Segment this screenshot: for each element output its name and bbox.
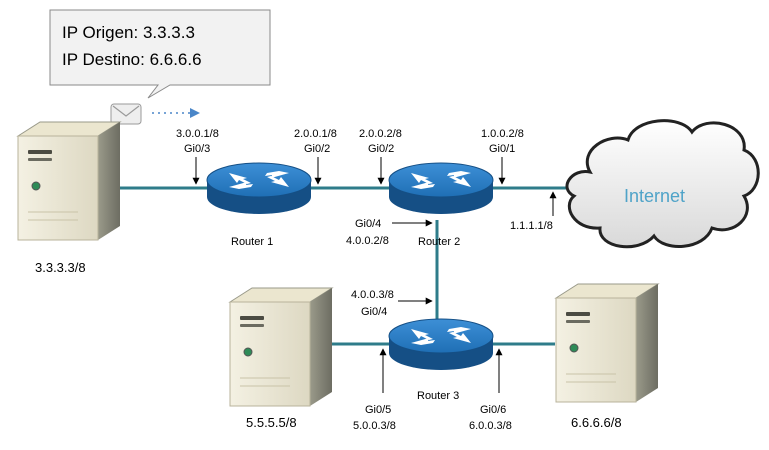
r3-gi04-name: Gi0/4 — [361, 306, 387, 318]
router3-label: Router 3 — [417, 390, 459, 402]
r2-gi01-ip: 1.0.0.2/8 — [481, 128, 524, 140]
callout-destination-ip: IP Destino: 6.6.6.6 — [62, 50, 202, 69]
host1-ip-label: 3.3.3.3/8 — [35, 260, 86, 275]
router1-label: Router 1 — [231, 236, 273, 248]
server-icon-host1 — [17, 121, 121, 241]
internet-label: Internet — [624, 186, 685, 206]
isp-ip: 1.1.1.1/8 — [510, 220, 553, 232]
envelope-icon — [110, 103, 142, 125]
r3-gi06-name: Gi0/6 — [480, 404, 506, 416]
r2-gi01-name: Gi0/1 — [489, 143, 515, 155]
packet-direction-arrow — [152, 108, 200, 118]
r3-gi04-ip: 4.0.0.3/8 — [351, 289, 394, 301]
r1-gi03-name: Gi0/3 — [184, 143, 210, 155]
r3-gi05-name: Gi0/5 — [365, 404, 391, 416]
r1-gi02-ip: 2.0.0.1/8 — [294, 128, 337, 140]
router-icon-r1 — [206, 162, 312, 215]
host6-ip-label: 6.6.6.6/8 — [571, 415, 622, 430]
interface-labels: 3.0.0.1/8 Gi0/3 2.0.0.1/8 Gi0/2 2.0.0.2/… — [176, 128, 557, 432]
callout-source-ip: IP Origen: 3.3.3.3 — [62, 23, 195, 42]
r2-gi02-name: Gi0/2 — [368, 143, 394, 155]
r2-gi04-name: Gi0/4 — [355, 218, 381, 230]
host5-ip-label: 5.5.5.5/8 — [246, 415, 297, 430]
links — [113, 186, 568, 346]
router-icon-r3 — [388, 318, 494, 371]
r2-gi04-ip: 4.0.0.2/8 — [346, 235, 389, 247]
r1-gi03-ip: 3.0.0.1/8 — [176, 128, 219, 140]
r3-gi05-ip: 5.0.0.3/8 — [353, 420, 396, 432]
router2-label: Router 2 — [418, 236, 460, 248]
server-icon-host5 — [229, 287, 333, 407]
r1-gi02-name: Gi0/2 — [304, 143, 330, 155]
router-icon-r2 — [388, 162, 494, 215]
ip-callout: IP Origen: 3.3.3.3 IP Destino: 6.6.6.6 — [49, 9, 271, 99]
cloud-icon: Internet — [565, 119, 760, 249]
server-icon-host6 — [555, 283, 659, 403]
r3-gi06-ip: 6.0.0.3/8 — [469, 420, 512, 432]
r2-gi02-ip: 2.0.0.2/8 — [359, 128, 402, 140]
